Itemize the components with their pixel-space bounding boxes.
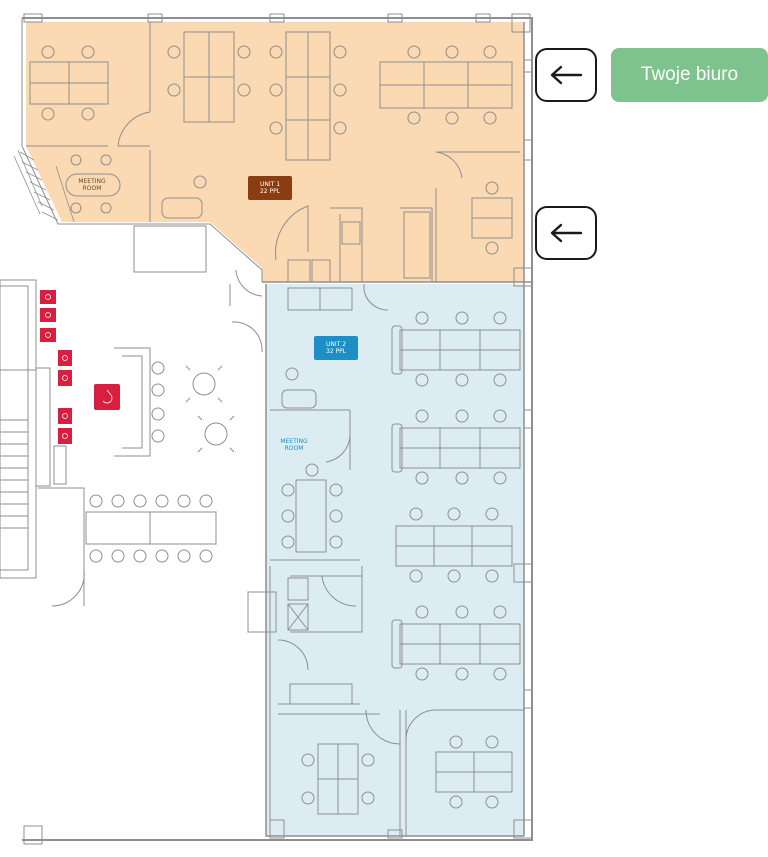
arrow-left-icon [550,65,583,85]
unit-2-label: UNIT 2 [325,341,347,348]
unit-2-capacity: 32 PPL [325,348,347,355]
select-unit-1-button[interactable] [535,48,597,102]
unit-1-label: UNIT 1 [259,181,281,188]
select-unit-2-button[interactable] [535,206,597,260]
unit-1-capacity: 22 PPL [259,188,281,195]
arrow-left-icon [550,223,583,243]
twoje-biuro-button[interactable]: Twoje biuro [611,48,768,102]
